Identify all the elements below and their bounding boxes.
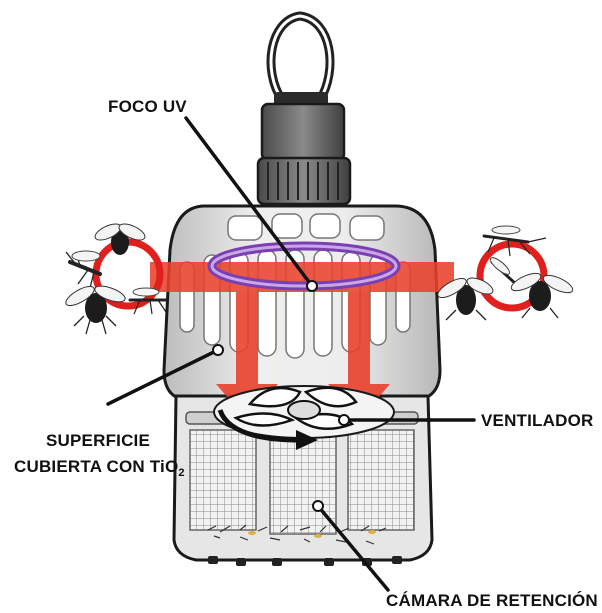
label-surface-line2: CUBIERTA CON TiO2 xyxy=(14,457,185,479)
label-chamber: CÁMARA DE RETENCIÓN xyxy=(386,591,598,610)
label-fan: VENTILADOR xyxy=(481,411,594,430)
label-uv-bulb: FOCO UV xyxy=(108,97,187,116)
trap-cap xyxy=(258,104,350,204)
trap-body xyxy=(164,206,440,398)
label-surface-line1: SUPERFICIE xyxy=(46,431,150,450)
right-attraction-circle xyxy=(435,226,575,320)
hanger-hook-icon xyxy=(271,16,330,108)
